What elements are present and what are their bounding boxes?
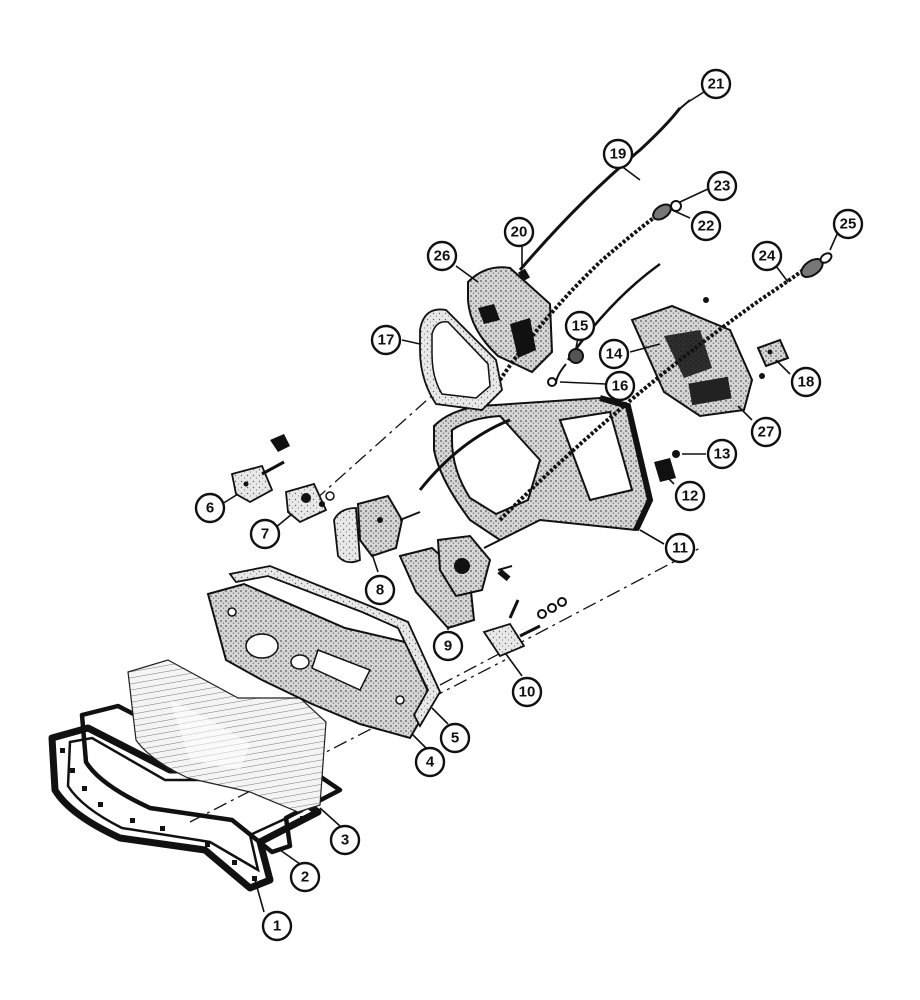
part-5-mask-gasket <box>228 565 442 728</box>
speedo-cable <box>498 214 661 382</box>
callout-9: 9 <box>432 630 464 662</box>
callout-label-23: 23 <box>714 178 731 195</box>
callout-27: 27 <box>750 416 782 448</box>
callout-25: 25 <box>832 208 864 240</box>
part-17-gasket <box>419 308 503 411</box>
callout-13: 13 <box>706 438 738 470</box>
callout-label-12: 12 <box>682 488 699 505</box>
callout-20: 20 <box>503 216 535 248</box>
callout-label-21: 21 <box>708 76 725 93</box>
part-25-fitting <box>800 252 833 278</box>
callout-14: 14 <box>598 338 630 370</box>
part-4-dial-plate <box>206 582 434 740</box>
part-19-cable <box>518 99 691 271</box>
callout-23: 23 <box>706 170 738 202</box>
part-24-cable <box>418 266 808 522</box>
part-20-screw <box>518 268 530 282</box>
leader-lines <box>221 91 839 913</box>
part-9-speedometer <box>398 534 513 630</box>
callout-label-14: 14 <box>606 346 623 363</box>
callout-label-5: 5 <box>451 730 459 747</box>
callout-label-9: 9 <box>444 638 452 655</box>
callout-label-22: 22 <box>698 218 715 235</box>
callout-19: 19 <box>602 138 634 170</box>
callout-label-2: 2 <box>301 869 309 886</box>
callout-18: 18 <box>790 366 822 398</box>
callout-label-26: 26 <box>434 248 451 265</box>
part-12-plate <box>654 458 676 482</box>
callout-10: 10 <box>511 676 543 708</box>
callout-label-4: 4 <box>426 754 435 771</box>
part-15-16-socket <box>547 348 584 387</box>
callout-24: 24 <box>751 240 783 272</box>
callout-5: 5 <box>439 722 471 754</box>
callout-label-17: 17 <box>378 332 395 349</box>
callout-15: 15 <box>564 310 596 342</box>
callout-6: 6 <box>194 492 226 524</box>
callout-label-13: 13 <box>714 446 731 463</box>
part-3-glass-lens <box>127 659 327 813</box>
callout-2: 2 <box>289 861 321 893</box>
callout-label-24: 24 <box>759 248 776 265</box>
part-7-gauge-unit <box>285 482 335 524</box>
part-8-gauge <box>333 494 421 564</box>
part-11-housing <box>433 395 654 542</box>
part-6-bracket <box>230 434 290 504</box>
callout-8: 8 <box>364 574 396 606</box>
callout-label-6: 6 <box>206 500 214 517</box>
callout-label-16: 16 <box>612 378 629 395</box>
callout-22: 22 <box>690 210 722 242</box>
part-22-23-fitting <box>652 200 682 221</box>
part-13-nut <box>672 450 680 458</box>
callout-7: 7 <box>249 518 281 550</box>
part-18-clip <box>756 338 790 368</box>
callout-label-3: 3 <box>341 832 349 849</box>
callout-26: 26 <box>426 240 458 272</box>
callout-11: 11 <box>664 532 696 564</box>
part-26-upper-bracket <box>467 266 554 374</box>
part-27-rear-cover <box>630 297 765 418</box>
callout-21: 21 <box>700 68 732 100</box>
callout-label-18: 18 <box>798 374 815 391</box>
callout-label-1: 1 <box>273 918 281 935</box>
callout-label-15: 15 <box>572 318 589 335</box>
callout-3: 3 <box>329 824 361 856</box>
part-10-switch <box>482 597 567 658</box>
callout-4: 4 <box>414 746 446 778</box>
callout-1: 1 <box>261 910 293 942</box>
callout-label-20: 20 <box>511 224 528 241</box>
callout-16: 16 <box>604 370 636 402</box>
callout-label-25: 25 <box>840 216 857 233</box>
callout-17: 17 <box>370 324 402 356</box>
callout-12: 12 <box>674 480 706 512</box>
callout-label-8: 8 <box>376 582 384 599</box>
callout-label-10: 10 <box>519 684 536 701</box>
callout-label-7: 7 <box>261 526 269 543</box>
callout-label-19: 19 <box>610 146 627 163</box>
callout-label-27: 27 <box>758 424 775 441</box>
callout-label-11: 11 <box>672 540 688 557</box>
